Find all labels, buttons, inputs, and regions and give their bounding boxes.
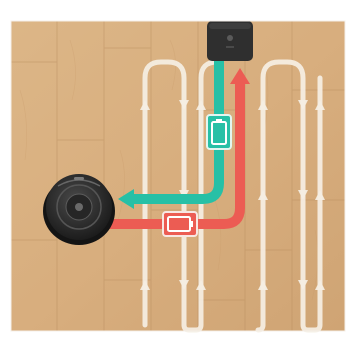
battery-icon (163, 212, 197, 236)
battery-icon (207, 115, 231, 149)
charging-dock-icon (207, 21, 253, 61)
